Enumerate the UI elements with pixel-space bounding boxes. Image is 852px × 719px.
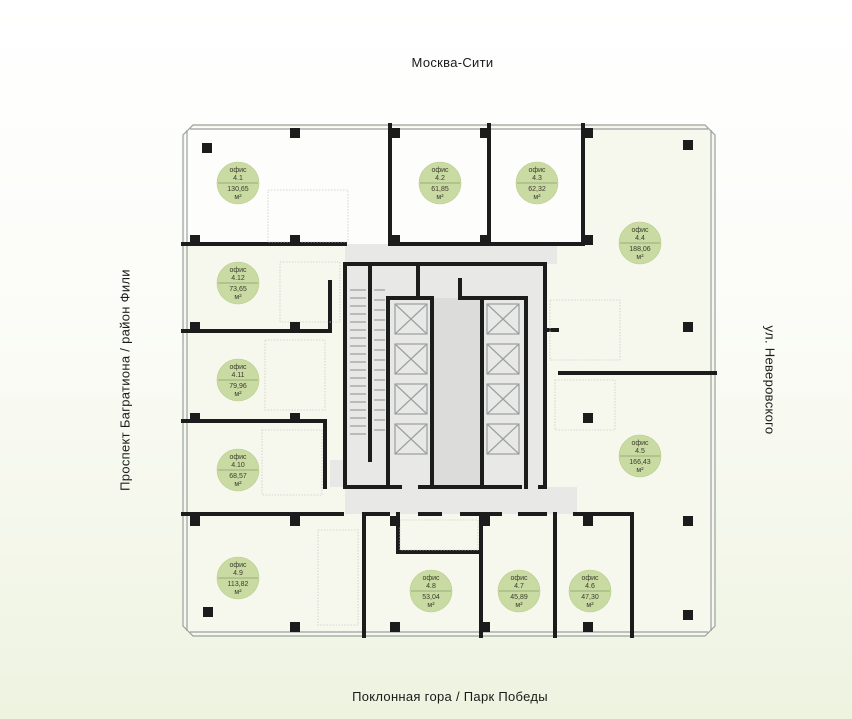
office-number: 4.10 <box>231 462 245 469</box>
office-area-unit: м² <box>636 467 644 474</box>
office-word: офис <box>229 167 247 174</box>
office-number: 4.4 <box>635 235 645 242</box>
office-word: офис <box>422 575 440 582</box>
office-number: 4.8 <box>426 583 436 590</box>
office-area: 53,04 <box>422 594 440 601</box>
office-number: 4.11 <box>231 372 244 379</box>
office-area-unit: м² <box>234 589 242 596</box>
office-area: 113,82 <box>228 581 249 588</box>
office-area-unit: м² <box>234 194 242 201</box>
office-area: 61,85 <box>431 186 449 193</box>
restroom-fixtures <box>261 189 621 626</box>
office-word: офис <box>229 364 247 371</box>
office-word: офис <box>581 575 599 582</box>
office-area: 79,96 <box>229 383 247 390</box>
direction-label-north: Москва-Сити <box>411 55 494 70</box>
columns <box>190 128 693 632</box>
office-word: офис <box>510 575 528 582</box>
office-word: офис <box>431 167 449 174</box>
office-area-unit: м² <box>234 481 242 488</box>
office-area-unit: м² <box>427 602 435 609</box>
staircase <box>350 289 385 435</box>
office-area: 68,57 <box>229 473 247 480</box>
office-area-unit: м² <box>234 294 242 301</box>
office-number: 4.1 <box>233 175 243 182</box>
office-number: 4.7 <box>514 583 524 590</box>
office-area: 45,89 <box>510 594 528 601</box>
office-word: офис <box>229 267 247 274</box>
office-area-unit: м² <box>586 602 594 609</box>
office-area-unit: м² <box>234 391 242 398</box>
office-area: 130,65 <box>227 186 249 193</box>
office-word: офис <box>631 440 649 447</box>
office-area-unit: м² <box>636 254 644 261</box>
office-area: 73,65 <box>229 286 247 293</box>
office-area: 47,30 <box>581 594 599 601</box>
office-number: 4.3 <box>532 175 542 182</box>
office-badges: офис4.1130,65м²офис4.261,85м²офис4.362,3… <box>216 161 662 613</box>
office-number: 4.6 <box>585 583 595 590</box>
direction-label-south: Поклонная гора / Парк Победы <box>352 689 548 704</box>
office-word: офис <box>229 454 247 461</box>
office-area-unit: м² <box>515 602 523 609</box>
office-word: офис <box>528 167 546 174</box>
office-4-1-area <box>185 127 390 244</box>
office-number: 4.12 <box>231 275 245 282</box>
office-number: 4.5 <box>635 448 645 455</box>
office-area: 166,43 <box>629 459 651 466</box>
elevators <box>394 303 520 455</box>
office-area-unit: м² <box>436 194 444 201</box>
office-number: 4.9 <box>233 570 243 577</box>
office-number: 4.2 <box>435 175 445 182</box>
office-word: офис <box>631 227 649 234</box>
office-area: 62,32 <box>528 186 546 193</box>
lift-hall <box>432 298 482 487</box>
office-word: офис <box>229 562 247 569</box>
office-area-unit: м² <box>533 194 541 201</box>
office-area: 188,06 <box>629 246 651 253</box>
facade <box>182 124 716 637</box>
facade-inner-line <box>186 128 712 633</box>
